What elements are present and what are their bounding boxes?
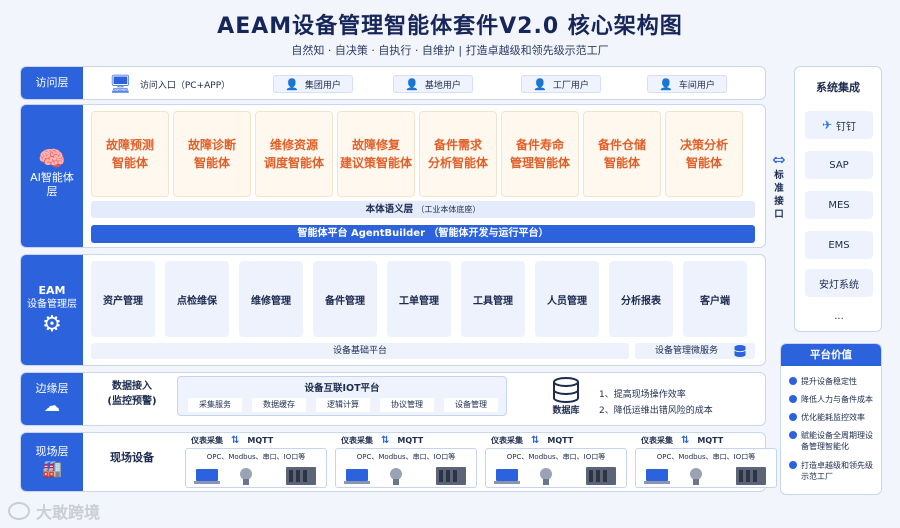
eam-module[interactable]: 备件管理 <box>313 261 377 337</box>
edge-note: 1、提高现场操作效率 <box>599 390 686 400</box>
equipment-microservice: 设备管理微服务 <box>635 343 755 359</box>
agent-card[interactable]: 故障诊断智能体 <box>173 111 251 197</box>
field-layer: 现场层 🏭 现场设备 仪表采集⇅MQTT OPC、Modbus、串口、IO口等 … <box>20 432 777 492</box>
integration-andon[interactable]: 安灯系统 <box>805 269 873 297</box>
access-entry[interactable]: 🖥 访问入口（PC+APP） <box>109 73 231 95</box>
standard-interface: ⇔ 标 准 接 口 <box>764 150 794 221</box>
iot-service[interactable]: 采集服务 <box>188 398 242 412</box>
agent-builder-platform: 智能体平台 AgentBuilder （智能体开发与运行平台） <box>91 225 755 243</box>
agent-card[interactable]: 决策分析智能体 <box>665 111 743 197</box>
value-item: 降低人力与备件成本 <box>789 394 877 405</box>
logo-icon <box>8 502 30 520</box>
page-title: AEAM设备管理智能体套件V2.0 核心架构图 <box>217 14 683 39</box>
field-device-group[interactable]: 仪表采集⇅MQTT OPC、Modbus、串口、IO口等 <box>635 433 777 489</box>
eam-module[interactable]: 资产管理 <box>91 261 155 337</box>
edge-layer-label: 边缘层 ☁ <box>21 373 83 425</box>
field-device-group[interactable]: 仪表采集⇅MQTT OPC、Modbus、串口、IO口等 <box>185 433 327 489</box>
device-icons <box>344 467 466 485</box>
eam-module[interactable]: 维修管理 <box>239 261 303 337</box>
iot-platform: 设备互联IOT平台 采集服务 数据缓存 逻辑计算 协议管理 设备管理 <box>177 376 507 416</box>
user-chip-base[interactable]: 👤基地用户 <box>393 75 473 93</box>
dingtalk-icon: ✈ <box>821 118 833 132</box>
data-access: 数据接入 (监控预警) <box>107 381 157 407</box>
eam-module[interactable]: 人员管理 <box>535 261 599 337</box>
integration-dingtalk[interactable]: ✈钉钉 <box>805 111 873 139</box>
watermark-logo: 大敢跨境 <box>8 500 100 522</box>
database-icon <box>734 345 746 357</box>
agent-card[interactable]: 故障修复建议策智能体 <box>337 111 415 197</box>
gear-icon: ⚙ <box>42 312 62 337</box>
eam-layer: EAM 设备管理层 ⚙ 资产管理 点检维保 维修管理 备件管理 工单管理 工具管… <box>20 254 766 366</box>
eam-module[interactable]: 工具管理 <box>461 261 525 337</box>
iot-service[interactable]: 数据缓存 <box>252 398 306 412</box>
agent-card[interactable]: 故障预测智能体 <box>91 111 169 197</box>
page-subtitle: 自然知 · 自决策 · 自执行 · 自维护 | 打造卓越级和领先级示范工厂 <box>291 44 609 57</box>
user-chip-factory[interactable]: 👤工厂用户 <box>521 75 601 93</box>
eam-module[interactable]: 点检维保 <box>165 261 229 337</box>
platform-value-title: 平台价值 <box>781 344 881 366</box>
signal-icon: ⇅ <box>681 434 690 446</box>
iot-service[interactable]: 协议管理 <box>380 398 434 412</box>
field-device-label: 现场设备 <box>110 451 154 464</box>
agent-card[interactable]: 维修资源调度智能体 <box>255 111 333 197</box>
ai-agent-layer: 🧠 AI智能体层 故障预测智能体 故障诊断智能体 维修资源调度智能体 故障修复建… <box>20 104 766 248</box>
user-icon: 👤 <box>405 77 419 91</box>
integration-ems[interactable]: EMS <box>805 231 873 259</box>
user-chip-group[interactable]: 👤集团用户 <box>273 75 353 93</box>
ontology-layer: 本体语义层 （工业本体底座） <box>91 201 755 218</box>
access-layer: 访问层 🖥 访问入口（PC+APP） 👤集团用户 👤基地用户 👤工厂用户 👤车间… <box>20 66 766 100</box>
eam-module[interactable]: 工单管理 <box>387 261 451 337</box>
check-icon <box>789 413 797 421</box>
signal-icon: ⇅ <box>381 434 390 446</box>
value-item: 优化能耗监控效率 <box>789 412 877 423</box>
edge-note: 2、降低运维出错风险的成本 <box>599 406 713 416</box>
factory-icon: 🏭 <box>42 458 62 478</box>
user-icon: 👤 <box>285 77 299 91</box>
brain-icon: 🧠 <box>38 147 66 172</box>
user-chip-workshop[interactable]: 👤车间用户 <box>647 75 727 93</box>
agent-card[interactable]: 备件需求分析智能体 <box>419 111 497 197</box>
agent-card[interactable]: 备件仓储智能体 <box>583 111 661 197</box>
device-icons <box>644 467 766 485</box>
ai-layer-label: 🧠 AI智能体层 <box>21 105 83 247</box>
eam-layer-label: EAM 设备管理层 ⚙ <box>21 255 83 365</box>
integration-sap[interactable]: SAP <box>805 151 873 179</box>
user-icon: 👤 <box>659 77 673 91</box>
device-icons <box>194 467 316 485</box>
edge-layer: 边缘层 ☁ 数据接入 (监控预警) 设备互联IOT平台 采集服务 数据缓存 逻辑… <box>20 372 766 426</box>
agent-card[interactable]: 备件寿命管理智能体 <box>501 111 579 197</box>
signal-icon: ⇅ <box>231 434 240 446</box>
user-icon: 👤 <box>533 77 547 91</box>
iot-service[interactable]: 设备管理 <box>444 398 498 412</box>
field-layer-label: 现场层 🏭 <box>21 433 83 491</box>
check-icon <box>789 377 797 385</box>
value-item: 提升设备稳定性 <box>789 376 877 387</box>
value-item: 赋能设备全周期理设备管理智能化 <box>789 430 877 452</box>
system-integration-panel: 系统集成 ✈钉钉 SAP MES EMS 安灯系统 ... <box>794 66 882 332</box>
cloud-lock-icon: ☁ <box>44 395 60 415</box>
field-device-group[interactable]: 仪表采集⇅MQTT OPC、Modbus、串口、IO口等 <box>485 433 627 489</box>
value-item: 打造卓越级和领先级示范工厂 <box>789 460 877 482</box>
check-icon <box>789 461 797 469</box>
integration-mes[interactable]: MES <box>805 191 873 219</box>
eam-module[interactable]: 分析报表 <box>609 261 673 337</box>
access-layer-label: 访问层 <box>21 67 83 99</box>
database-icon <box>553 377 579 403</box>
device-icons <box>494 467 616 485</box>
integration-more[interactable]: ... <box>834 310 844 322</box>
pc-app-icon: 🖥 <box>109 73 132 95</box>
eam-module[interactable]: 客户端 <box>683 261 747 337</box>
equipment-base-platform: 设备基础平台 <box>91 343 629 359</box>
database-label: 数据库 <box>552 406 580 416</box>
iot-service[interactable]: 逻辑计算 <box>316 398 370 412</box>
platform-value-panel: 平台价值 提升设备稳定性 降低人力与备件成本 优化能耗监控效率 赋能设备全周期理… <box>780 343 882 495</box>
check-icon <box>789 395 797 403</box>
check-icon <box>789 431 797 439</box>
bidirectional-arrow-icon: ⇔ <box>772 150 786 169</box>
system-integration-title: 系统集成 <box>816 81 860 94</box>
signal-icon: ⇅ <box>531 434 540 446</box>
field-device-group[interactable]: 仪表采集⇅MQTT OPC、Modbus、串口、IO口等 <box>335 433 477 489</box>
